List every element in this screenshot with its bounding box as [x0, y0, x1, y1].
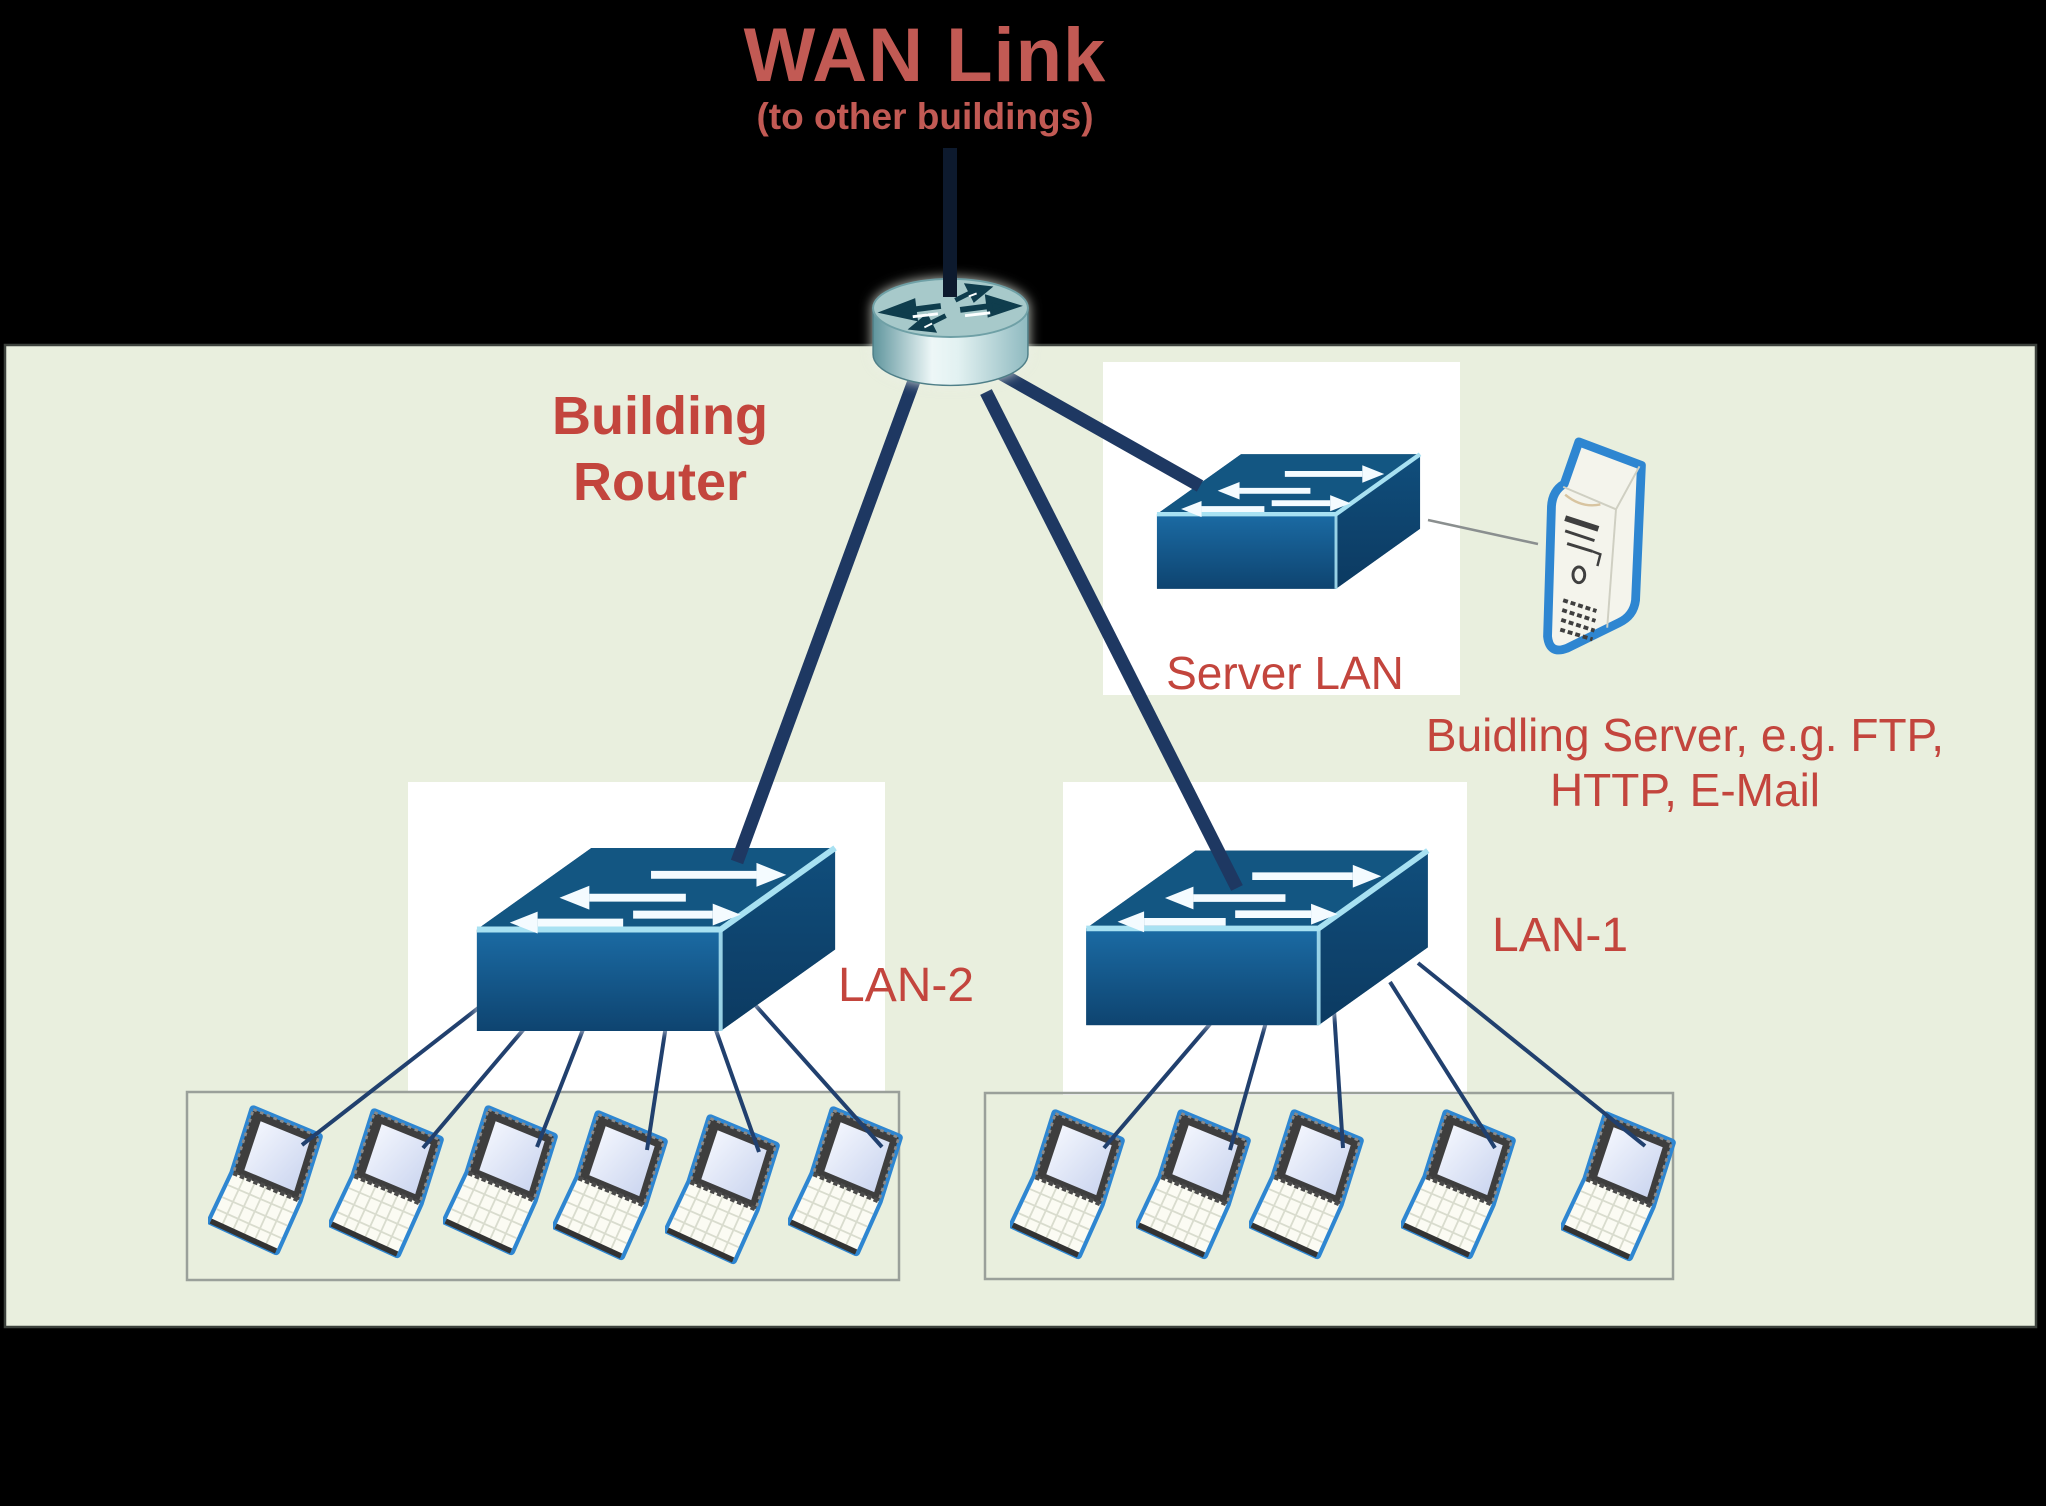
wan-link-title: WAN Link [743, 13, 1107, 98]
wan-link-subtitle: (to other buildings) [756, 96, 1094, 137]
lan1-link-line [1331, 994, 1345, 1149]
building-panel [3, 343, 2038, 1329]
trunk-links [730, 366, 1243, 891]
lan2-label: LAN-2 [838, 959, 975, 1012]
lan2-link-line [300, 993, 497, 1147]
lan1-link-line [1388, 980, 1497, 1150]
building-server-caption-line2: HTTP, E-Mail [1549, 764, 1821, 817]
building-server-caption: Buidling Server, e.g. FTP, HTTP, E-Mail [1425, 708, 1945, 818]
lan2-workstation-group-frame [185, 1090, 901, 1282]
router-to-lan1-line [980, 389, 1243, 891]
router-to-lan2-line [730, 367, 925, 865]
building-router-label-line2: Router [573, 451, 747, 512]
lan2-link-line [738, 986, 884, 1149]
building-router-label: Building Router [495, 384, 825, 516]
building-server-caption-line1: Buidling Server, e.g. FTP, [1425, 709, 1945, 761]
lan1-label: LAN-1 [1492, 909, 1629, 962]
building-router-label-line1: Building [552, 386, 768, 446]
lan1-workstation-group-frame [983, 1091, 1675, 1281]
router-to-serverlan-line [994, 366, 1204, 492]
lan1-link-line [1102, 1008, 1224, 1150]
lan2-link-line [421, 1008, 542, 1150]
server-link-line [1427, 518, 1539, 546]
server-lan-label: Server LAN [1166, 647, 1404, 699]
lan1-link-line [1228, 1007, 1272, 1151]
lan1-link-line [1416, 961, 1647, 1148]
